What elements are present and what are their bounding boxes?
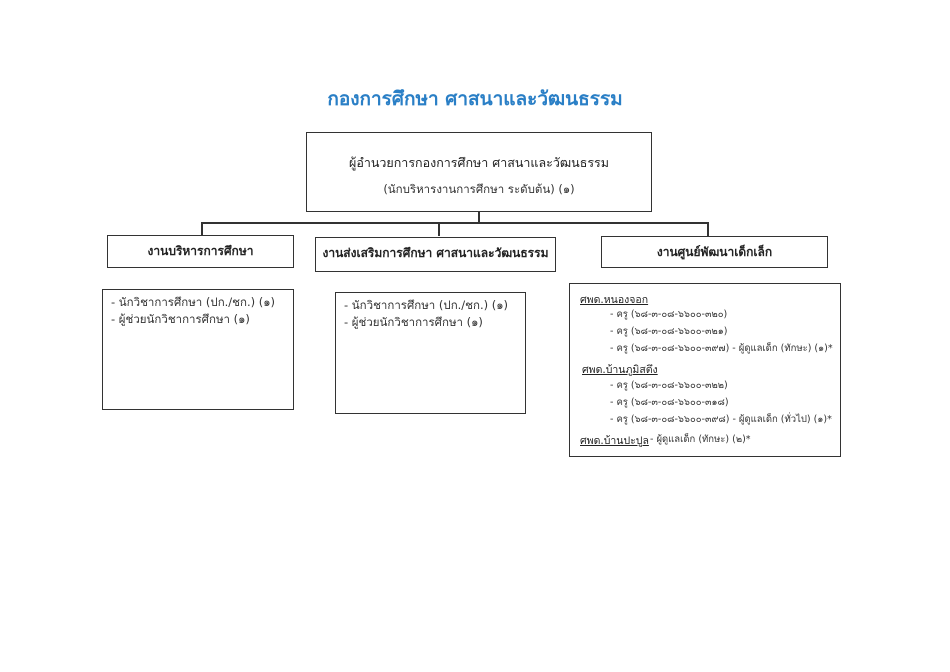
staff-item: - ผู้ช่วยนักวิชาการศึกษา (๑): [111, 312, 250, 326]
connector-dept-2: [438, 222, 440, 236]
center-staff-item: - ครู (๖๘-๓-๐๘-๖๖๐๐-๓๙๗) - ผู้ดูแลเด็ก (…: [610, 343, 833, 354]
staff-item: - นักวิชาการศึกษา (ปก./ชก.) (๑): [344, 298, 509, 312]
center-name: ศพด.หนองจอก: [580, 294, 649, 306]
staff-item: - ผู้ช่วยนักวิชาการศึกษา (๑): [344, 315, 483, 329]
connector-dept-3: [707, 222, 709, 236]
director-subtitle: (นักบริหารงานการศึกษา ระดับต้น) (๑): [383, 182, 575, 196]
dept-box-child-development: งานศูนย์พัฒนาเด็กเล็ก: [601, 236, 828, 268]
center-staff-item: - ครู (๖๘-๓-๐๘-๖๖๐๐-๓๑๘): [610, 397, 729, 408]
staff-box-child-development: ศพด.หนองจอก - ครู (๖๘-๓-๐๘-๖๖๐๐-๓๒๐) - ค…: [569, 283, 841, 457]
dept-label: งานศูนย์พัฒนาเด็กเล็ก: [656, 245, 773, 259]
center-staff-item: - ครู (๖๘-๓-๐๘-๖๖๐๐-๓๙๘) - ผู้ดูแลเด็ก (…: [610, 414, 832, 425]
center-staff-item: - ผู้ดูแลเด็ก (ทักษะ) (๒)*: [650, 434, 751, 445]
dept-box-education-admin: งานบริหารการศึกษา: [107, 235, 294, 268]
director-box: ผู้อำนวยการกองการศึกษา ศาสนาและวัฒนธรรม …: [306, 132, 652, 212]
center-staff-item: - ครู (๖๘-๓-๐๘-๖๖๐๐-๓๒๑): [610, 326, 728, 337]
center-name: ศพด.บ้านปะปูล: [580, 435, 649, 447]
connector-director-down: [478, 212, 480, 223]
staff-item: - นักวิชาการศึกษา (ปก./ชก.) (๑): [111, 295, 276, 309]
staff-box-education-promotion: - นักวิชาการศึกษา (ปก./ชก.) (๑) - ผู้ช่ว…: [335, 292, 526, 414]
staff-box-education-admin: - นักวิชาการศึกษา (ปก./ชก.) (๑) - ผู้ช่ว…: [102, 289, 294, 410]
page-title: กองการศึกษา ศาสนาและวัฒนธรรม: [327, 88, 623, 110]
dept-box-education-promotion: งานส่งเสริมการศึกษา ศาสนาและวัฒนธรรม: [315, 237, 556, 272]
connector-dept-1: [201, 222, 203, 236]
center-staff-item: - ครู (๖๘-๓-๐๘-๖๖๐๐-๓๒๐): [610, 309, 728, 320]
dept-label: งานบริหารการศึกษา: [147, 244, 254, 258]
center-name: ศพด.บ้านภูมิสตึง: [582, 364, 658, 376]
director-title: ผู้อำนวยการกองการศึกษา ศาสนาและวัฒนธรรม: [349, 155, 609, 170]
connector-horizontal: [201, 222, 708, 224]
center-staff-item: - ครู (๖๘-๓-๐๘-๖๖๐๐-๓๒๒): [610, 380, 728, 391]
dept-label: งานส่งเสริมการศึกษา ศาสนาและวัฒนธรรม: [322, 246, 549, 260]
